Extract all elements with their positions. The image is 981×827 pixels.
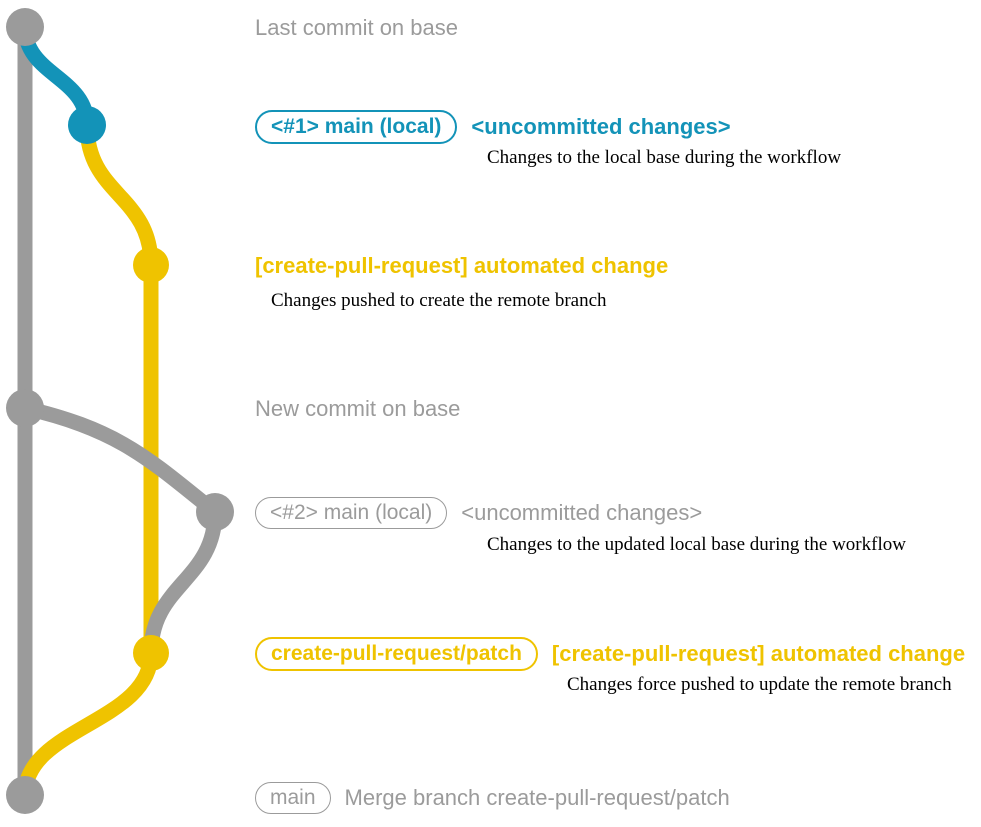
commit-node-remote-patch[interactable]	[133, 635, 169, 671]
description-local-2: Changes to the updated local base during…	[487, 534, 906, 555]
base-to-local2-edge	[17, 400, 223, 520]
commit-node-last-base[interactable]	[6, 8, 44, 46]
badge-main[interactable]: main	[255, 782, 331, 814]
subject-remote-patch: [create-pull-request] automated change	[551, 641, 966, 666]
label-new-commit-on-base: New commit on base	[255, 396, 461, 421]
badge-main-local-1[interactable]: <#1> main (local)	[255, 110, 458, 144]
description-remote-patch: Changes force pushed to update the remot…	[567, 674, 952, 695]
headline-remote-create: [create-pull-request] automated change	[255, 253, 669, 278]
subject-merge: Merge branch create-pull-request/patch	[344, 785, 730, 810]
label-last-commit-on-base: Last commit on base	[255, 15, 458, 40]
badge-main-local-2[interactable]: <#2> main (local)	[255, 497, 448, 529]
entry-remote-patch: create-pull-request/patch [create-pull-r…	[255, 637, 965, 671]
entry-merge: main Merge branch create-pull-request/pa…	[255, 782, 730, 814]
entry-local-2: <#2> main (local) <uncommitted changes>	[255, 497, 702, 529]
description-remote-create: Changes pushed to create the remote bran…	[271, 290, 607, 311]
entry-local-1: <#1> main (local) <uncommitted changes>	[255, 110, 731, 144]
commit-node-local-1[interactable]	[68, 106, 106, 144]
commit-node-new-base[interactable]	[6, 389, 44, 427]
local2-to-patch-edge	[143, 504, 223, 661]
patch-to-merge-edge	[17, 645, 159, 803]
remote-create-edge	[79, 117, 159, 273]
commit-node-local-2[interactable]	[196, 493, 234, 531]
description-local-1: Changes to the local base during the wor…	[487, 147, 842, 168]
subject-local-1: <uncommitted changes>	[471, 114, 731, 139]
commit-node-remote-create[interactable]	[133, 247, 169, 283]
subject-local-2: <uncommitted changes>	[461, 500, 703, 525]
badge-create-pull-request-patch[interactable]: create-pull-request/patch	[255, 637, 538, 671]
commit-node-merge[interactable]	[6, 776, 44, 814]
